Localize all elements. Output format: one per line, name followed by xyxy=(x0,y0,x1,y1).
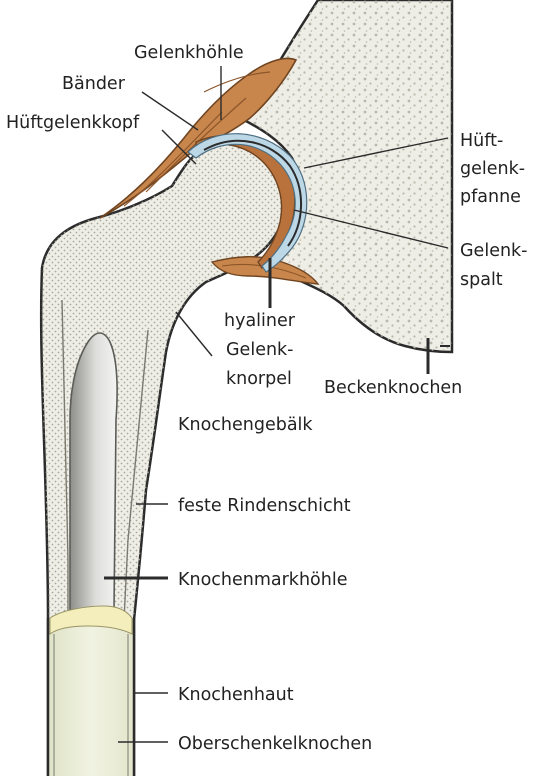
leader-baender xyxy=(142,92,198,130)
label-hyaliner-1: hyaliner xyxy=(224,311,296,331)
label-feste-rindenschicht: feste Rindenschicht xyxy=(178,496,351,516)
label-hueftgelenkkopf: Hüftgelenkkopf xyxy=(6,113,140,133)
label-hueftgelenkpfanne-1: Hüft- xyxy=(460,131,503,151)
label-gelenkhoehle: Gelenkhöhle xyxy=(134,43,244,63)
label-baender: Bänder xyxy=(62,74,126,94)
label-oberschenkelknochen: Oberschenkelknochen xyxy=(178,734,372,754)
marrow-cavity xyxy=(70,333,117,610)
femur-shaft xyxy=(48,606,134,776)
label-hueftgelenkpfanne-3: pfanne xyxy=(460,187,521,207)
label-gelenkspalt-1: Gelenk- xyxy=(460,241,528,261)
label-knochengebaelk: Knochengebälk xyxy=(178,415,313,435)
label-hueftgelenkpfanne-2: gelenk- xyxy=(460,159,525,179)
label-hyaliner-3: knorpel xyxy=(226,369,292,389)
label-gelenkspalt-2: spalt xyxy=(460,270,503,290)
label-knochenhaut: Knochenhaut xyxy=(178,685,294,705)
label-knochenmarkhoehle: Knochenmarkhöhle xyxy=(178,570,347,590)
label-beckenknochen: Beckenknochen xyxy=(324,378,462,398)
label-hyaliner-2: Gelenk- xyxy=(226,340,294,360)
leader-knochengebaelk xyxy=(176,312,212,356)
